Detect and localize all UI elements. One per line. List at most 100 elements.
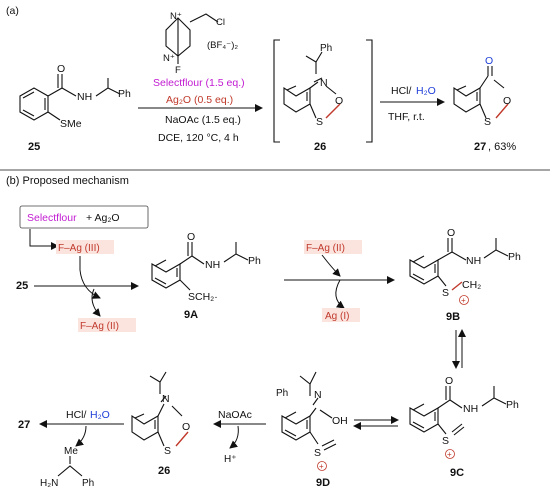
c9a-nh: NH xyxy=(205,259,220,271)
selectfluor-n-plus-top: N⁺ xyxy=(170,11,182,22)
naoac-conditions-label: NaOAc (1.5 eq.) xyxy=(165,114,241,126)
compound-27b-number: 27 xyxy=(18,419,30,431)
bracket-right xyxy=(366,39,373,143)
fag3-box xyxy=(56,240,114,254)
c9a-sch2: SCH₂· xyxy=(188,291,218,303)
part-a-label: (a) xyxy=(6,5,19,17)
selectfluor-f: F xyxy=(175,65,181,76)
box-selectflour: Selectflour xyxy=(27,212,77,224)
c27-o-ring: O xyxy=(503,95,511,107)
c9b-o: O xyxy=(447,227,455,239)
fag2-right-box xyxy=(304,240,362,254)
c26a-s: S xyxy=(316,116,323,128)
ag1-box xyxy=(322,308,360,322)
c9b-ch2: CH₂ xyxy=(462,279,481,291)
compound-25-structure: O NH Ph SMe xyxy=(19,63,131,130)
c26b-o: O xyxy=(182,421,190,433)
compound-26-structure-b: N O S xyxy=(131,371,190,457)
fag2-right-label: F–Ag (II) xyxy=(306,243,345,254)
reagent-box xyxy=(19,205,149,229)
compound-9b-number: 9B xyxy=(446,311,460,323)
compound-27-yield: , 63% xyxy=(488,141,516,153)
c27-o-top: O xyxy=(485,55,493,67)
c25-nh: NH xyxy=(77,91,92,103)
c25-sme: SMe xyxy=(60,118,82,130)
compound-27-structure: O O S xyxy=(453,55,511,128)
hplus-out-arrow xyxy=(229,425,239,449)
c9c-nh: NH xyxy=(463,403,478,415)
ag2o-label: Ag₂O (0.5 eq.) xyxy=(166,94,233,106)
hcl-mech-label: HCl/ xyxy=(66,409,86,421)
c9d-n: N xyxy=(314,389,322,401)
compound-9b-structure: O NH Ph S CH₂ + xyxy=(409,227,521,305)
c26a-ph: Ph xyxy=(320,43,332,54)
step2-h2o: H₂O xyxy=(416,85,436,97)
c25-ph: Ph xyxy=(118,88,131,100)
h2o-mech-label: H₂O xyxy=(90,409,110,421)
c9d-charge-circle xyxy=(317,461,327,471)
compound-9c-number: 9C xyxy=(450,467,464,479)
c26a-o: O xyxy=(335,95,343,107)
c27-s: S xyxy=(484,116,491,128)
fag3-down-arrow xyxy=(79,256,101,299)
box-to-fag3-arrow xyxy=(29,229,59,250)
c9d-ph: Ph xyxy=(276,388,288,399)
bracket-left xyxy=(273,39,280,143)
c9c-o: O xyxy=(445,375,453,387)
selectfluor-cl: Cl xyxy=(216,17,225,28)
amine-me: Me xyxy=(64,446,78,457)
c9c-charge-circle xyxy=(445,449,455,459)
compound-9a-structure: O NH Ph SCH₂· xyxy=(151,231,261,303)
compound-26-number: 26 xyxy=(314,141,326,153)
step2-hcl: HCl/ xyxy=(391,85,411,97)
mech-25-label: 25 xyxy=(16,280,28,292)
c9d-s: S xyxy=(314,447,321,459)
compound-9d-number: 9D xyxy=(316,477,330,489)
solvent-temp-label: DCE, 120 °C, 4 h xyxy=(158,132,239,144)
c9a-o: O xyxy=(187,231,195,243)
compound-25-number: 25 xyxy=(28,141,40,153)
compound-26-structure-a: Ph N O S xyxy=(283,43,343,128)
c26b-s: S xyxy=(164,445,171,457)
step2-solvent: THF, r.t. xyxy=(388,111,425,123)
compound-27-number: 27 xyxy=(474,141,486,153)
c9d-plus: + xyxy=(319,462,324,471)
c9b-ph: Ph xyxy=(508,251,521,263)
amine-h2n: H₂N xyxy=(40,478,58,489)
compound-9c-structure: O NH Ph S + xyxy=(409,375,519,459)
ag1-label: Ag (I) xyxy=(325,311,349,322)
c9b-s: S xyxy=(442,287,449,299)
ag1-out-arrow xyxy=(335,279,345,309)
compound-26b-number: 26 xyxy=(158,465,170,477)
selectfluor-counterion: (BF₄⁻)₂ xyxy=(207,40,238,51)
c25-o: O xyxy=(57,63,65,75)
c9d-oh: OH xyxy=(332,415,348,427)
amine-ph: Ph xyxy=(82,478,94,489)
c9b-plus: + xyxy=(461,296,466,305)
selectfluor-structure: N⁺ Cl N⁺ F (BF₄⁻)₂ xyxy=(163,11,238,76)
c9c-s: S xyxy=(442,435,449,447)
naoac-mech-label: NaOAc xyxy=(218,409,252,421)
c9b-nh: NH xyxy=(466,255,481,267)
c9b-charge-circle xyxy=(459,295,469,305)
hplus-label: H⁺ xyxy=(224,454,237,465)
compound-9d-structure: Ph N OH S + xyxy=(276,371,348,471)
selectfluor-label: Selectflour (1.5 eq.) xyxy=(153,77,245,89)
fag3-label: F–Ag (III) xyxy=(58,243,100,254)
fag2-right-in-arrow xyxy=(321,254,341,277)
amine-out-arrow xyxy=(75,425,87,447)
fag2-left-box xyxy=(78,318,136,332)
box-ag2o: + Ag₂O xyxy=(86,212,120,224)
c9a-ph: Ph xyxy=(248,255,261,267)
fag2-left-arrow xyxy=(91,288,101,317)
c9c-plus: + xyxy=(447,450,452,459)
selectfluor-n-plus-mid: N⁺ xyxy=(163,53,175,64)
fag2-left-label: F–Ag (II) xyxy=(80,321,119,332)
c9c-ph: Ph xyxy=(506,399,519,411)
c26a-n: N xyxy=(320,77,328,89)
c26b-n: N xyxy=(162,393,170,405)
part-b-label: (b) Proposed mechanism xyxy=(6,175,129,187)
compound-9a-number: 9A xyxy=(184,309,198,321)
